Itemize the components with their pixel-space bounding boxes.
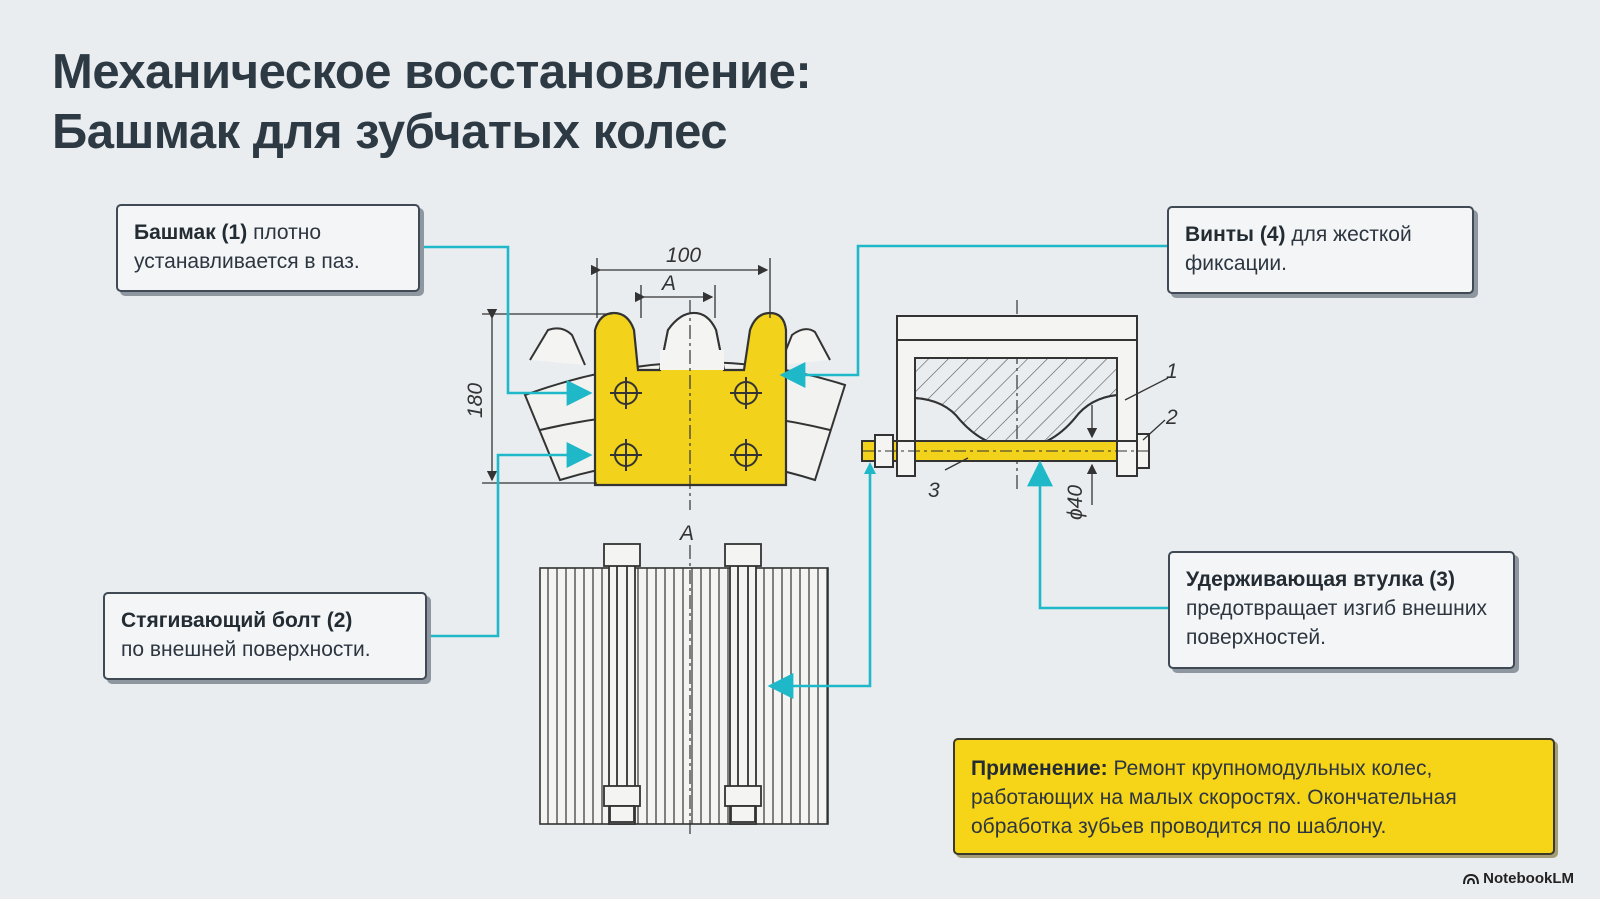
- callout-shoe: Башмак (1) плотно устанавливается в паз.: [116, 204, 420, 292]
- part-label-2: 2: [1165, 406, 1178, 429]
- dim-width-label: 100: [666, 244, 701, 267]
- connector-bolt: [427, 442, 593, 638]
- top-view-ribs: [547, 568, 828, 824]
- top-view: [539, 567, 829, 825]
- callout-screws-title: Винты (4): [1185, 223, 1286, 246]
- connector-sleeve: [1027, 460, 1168, 610]
- notebooklm-icon: [1463, 873, 1480, 884]
- callout-shoe-title: Башмак (1): [134, 221, 248, 244]
- top-view-bolts: [603, 543, 762, 825]
- dim-a-label-top: A: [660, 272, 676, 295]
- title-line-2: Башмак для зубчатых колес: [52, 105, 728, 159]
- part-label-3: 3: [928, 479, 940, 502]
- connector-shoe: [422, 245, 593, 406]
- callout-screws-text: для жесткой фиксации.: [1185, 223, 1412, 275]
- page-title: Механическое восстановление: Башмак для …: [52, 42, 812, 162]
- section-label-a: A: [678, 522, 694, 545]
- section-view: [861, 300, 1150, 490]
- callout-bolt-title: Стягивающий болт (2): [121, 609, 353, 632]
- callout-shoe-text: плотно устанавливается в паз.: [134, 221, 360, 273]
- title-line-1: Механическое восстановление:: [52, 45, 812, 99]
- application-title: Применение:: [971, 757, 1108, 780]
- diameter-label: ϕ40: [1064, 485, 1087, 520]
- shoe-holes: [610, 377, 762, 471]
- callout-bolt-text: по внешней поверхности.: [121, 638, 371, 661]
- dimension-lines: [482, 258, 771, 484]
- brand-logo: NotebookLM: [1463, 870, 1574, 887]
- brand-name: NotebookLM: [1483, 870, 1574, 887]
- shoe-part-1: [593, 311, 788, 487]
- connector-top-view: [767, 471, 872, 699]
- part-label-1: 1: [1166, 360, 1178, 383]
- connector-screws: [779, 244, 1167, 388]
- callout-sleeve-title: Удерживающая втулка (3): [1186, 568, 1455, 591]
- application-note: Применение: Ремонт крупномодульных колес…: [953, 738, 1555, 855]
- section-leaders: [944, 377, 1169, 505]
- callout-sleeve: Удерживающая втулка (3) предотвращает из…: [1168, 551, 1515, 669]
- application-text: Ремонт крупномодульных колес, работающих…: [971, 757, 1457, 838]
- callout-sleeve-text: предотвращает изгиб внешних поверхностей…: [1186, 597, 1487, 649]
- callout-bolt: Стягивающий болт (2) по внешней поверхно…: [103, 592, 427, 680]
- dim-height-label: 180: [464, 383, 487, 418]
- callout-screws: Винты (4) для жесткой фиксации.: [1167, 206, 1474, 294]
